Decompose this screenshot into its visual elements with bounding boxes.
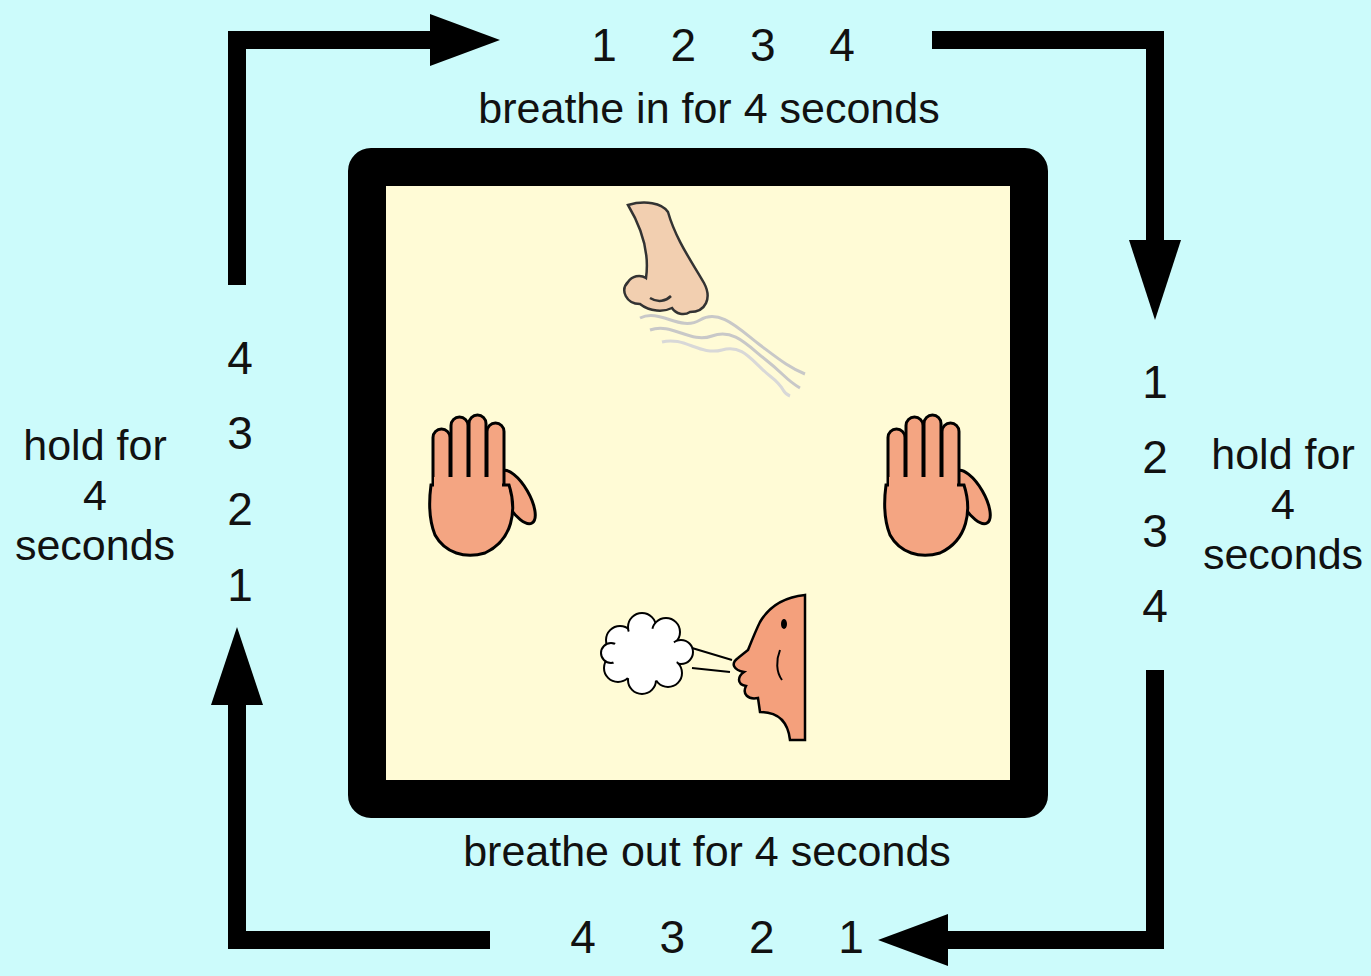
count-sequence: 1 2 3 4	[591, 17, 855, 73]
arrow-head	[1129, 240, 1181, 320]
eye	[781, 619, 787, 629]
nose-shape	[624, 203, 707, 314]
count-sequence-box: 4 3 2 1	[225, 321, 255, 624]
blowing-face-icon	[601, 595, 805, 740]
hand-icon	[885, 415, 998, 555]
instruction-label-box: breathe in for 4 seconds	[478, 82, 939, 134]
palm	[885, 485, 968, 555]
arrow-head	[878, 914, 948, 966]
palm-join	[434, 477, 502, 491]
face-profile	[734, 595, 805, 740]
nostril	[650, 296, 671, 301]
count-sequence-box: 4 3 2 1	[570, 909, 864, 965]
count-sequence: 1 2 3 4	[1140, 345, 1170, 643]
palm	[430, 485, 513, 555]
count-sequence: 4 3 2 1	[570, 909, 864, 965]
cheek-line	[777, 650, 782, 680]
puff-fill	[612, 628, 678, 682]
breath-line	[662, 341, 790, 396]
count-sequence-box: 1 2 3 4	[591, 17, 855, 73]
breath-line	[640, 315, 805, 374]
arrow-head	[211, 627, 263, 705]
instruction-label: hold for 4 seconds	[1198, 429, 1368, 579]
instruction-label-box: hold for 4 seconds	[10, 420, 180, 570]
instruction-label-box: hold for 4 seconds	[1198, 429, 1368, 579]
count-sequence: 4 3 2 1	[225, 321, 255, 624]
palm-join	[889, 477, 957, 491]
instruction-label: breathe out for 4 seconds	[463, 825, 951, 877]
breath-line	[650, 328, 800, 388]
count-sequence-box: 1 2 3 4	[1140, 345, 1170, 643]
hand-icon	[430, 415, 543, 555]
instruction-label: breathe in for 4 seconds	[478, 82, 939, 134]
blow-line	[692, 648, 732, 672]
instruction-label: hold for 4 seconds	[10, 420, 180, 570]
instruction-label-box: breathe out for 4 seconds	[463, 825, 951, 877]
cycle-arrows	[211, 14, 1181, 966]
nose-icon	[624, 203, 805, 396]
arrow-head	[430, 14, 500, 66]
breathing-square	[367, 167, 1029, 799]
